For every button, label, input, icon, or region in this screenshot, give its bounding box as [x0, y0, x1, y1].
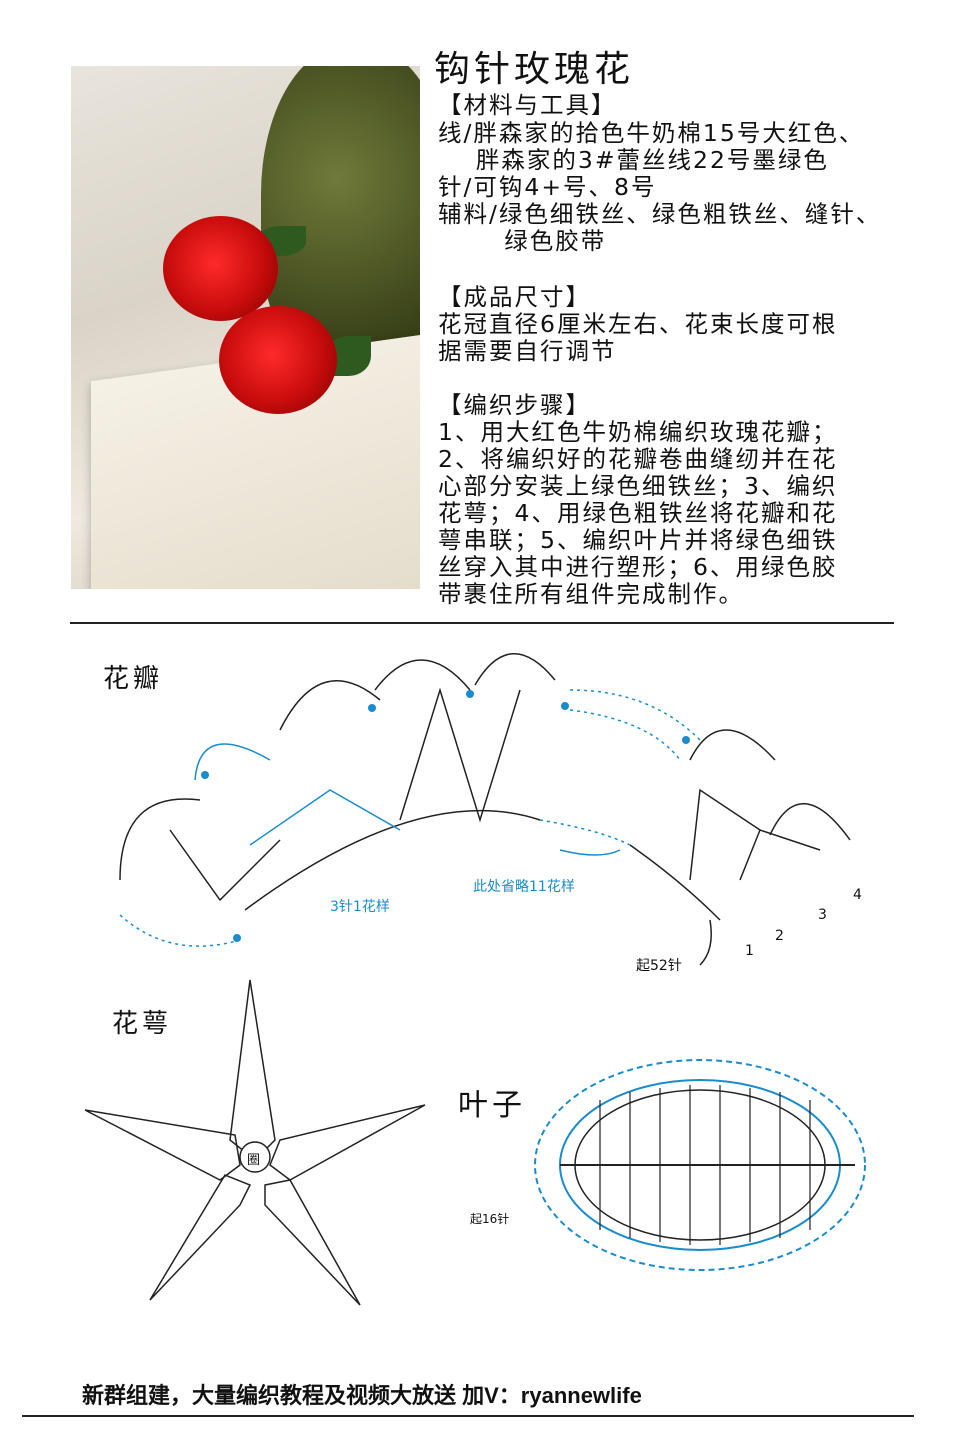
repeat-note: 3针1花样: [330, 899, 390, 915]
steps-line: 心部分安装上绿色细铁丝；3、编织: [438, 472, 838, 500]
materials-line: 线/胖森家的拾色牛奶棉15号大红色、: [438, 119, 865, 147]
row-number: 2: [775, 928, 784, 944]
divider: [70, 622, 894, 624]
leaf-start-note: 起16针: [470, 1212, 510, 1226]
size-line: 据需要自行调节: [438, 337, 617, 365]
steps-line: 萼串联；5、编织叶片并将绿色细铁: [438, 526, 838, 554]
size-line: 花冠直径6厘米左右、花束长度可根: [438, 310, 838, 338]
steps-line: 1、用大红色牛奶棉编织玫瑰花瓣；: [438, 418, 838, 446]
materials-line: 针/可钩4+号、8号: [438, 173, 657, 201]
page-title: 钩针玫瑰花: [434, 49, 635, 90]
materials-line: 辅料/绿色细铁丝、绿色粗铁丝、缝针、: [438, 200, 882, 228]
omit-note: 此处省略11花样: [473, 879, 575, 895]
size-heading: 【成品尺寸】: [438, 283, 591, 311]
materials-line: 绿色胶带: [438, 227, 607, 255]
steps-line: 丝穿入其中进行塑形；6、用绿色胶: [438, 553, 838, 581]
row-number: 4: [853, 887, 862, 903]
row-number: 3: [818, 907, 827, 923]
sepal-chart: [84, 979, 426, 1306]
steps-line: 花萼；4、用绿色粗铁丝将花瓣和花: [438, 499, 838, 527]
petal-chart: [119, 653, 851, 966]
steps-line: 带裹住所有组件完成制作。: [438, 580, 744, 608]
divider: [22, 1415, 914, 1417]
materials-line: 胖森家的3#蕾丝线22号墨绿色: [438, 146, 829, 174]
sepal-label: 花萼: [112, 1009, 173, 1039]
leaf-label: 叶子: [458, 1088, 526, 1123]
start-note: 起52针: [636, 958, 682, 974]
rose: [219, 306, 337, 414]
petal-join-dots: [201, 690, 690, 942]
rose-photo: [71, 66, 420, 589]
sepal-center-ring: 圈: [247, 1153, 261, 1168]
footer-promo: 新群组建，大量编织教程及视频大放送 加V：ryannewlife: [82, 1383, 642, 1408]
materials-heading: 【材料与工具】: [438, 91, 617, 119]
steps-line: 2、将编织好的花瓣卷曲缝纫并在花: [438, 445, 838, 473]
leaf-chart: [534, 1059, 866, 1271]
row-number: 1: [745, 943, 754, 959]
rose: [163, 216, 278, 321]
petal-label: 花瓣: [103, 664, 164, 694]
steps-heading: 【编织步骤】: [438, 391, 591, 419]
